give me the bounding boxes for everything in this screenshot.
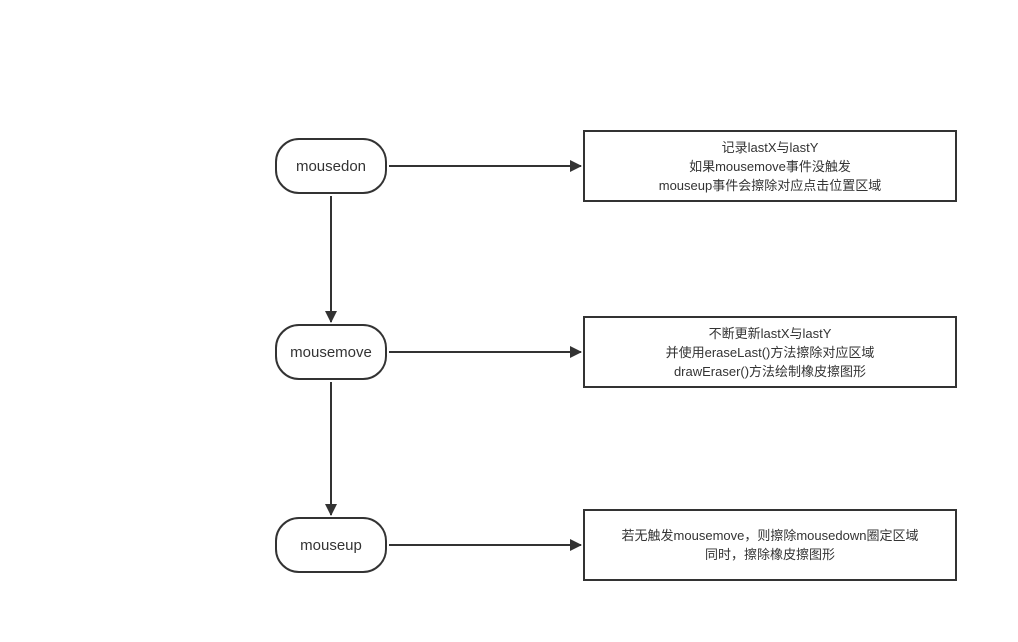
note-line: 如果mousemove事件没触发 xyxy=(689,158,851,174)
note-line: 并使用eraseLast()方法擦除对应区域 xyxy=(665,344,875,360)
flow-node-mousedown: mousedon xyxy=(275,138,387,194)
flow-node-mousemove: mousemove xyxy=(275,324,387,380)
flow-node-mouseup-label: mouseup xyxy=(300,536,362,554)
note-line: 记录lastX与lastY xyxy=(721,139,819,155)
flow-node-mousedown-label: mousedon xyxy=(295,157,367,175)
note-line: 若无触发mousemove，则擦除mousedown圈定区域 xyxy=(621,528,919,543)
note-line: 不断更新lastX与lastY xyxy=(708,325,832,341)
flow-node-mouseup: mouseup xyxy=(275,517,387,573)
note-line: mouseup事件会擦除对应点击位置区域 xyxy=(658,177,882,193)
flow-node-mousemove-label: mousemove xyxy=(290,343,372,361)
note-box-mouseup: 若无触发mousemove，则擦除mousedown圈定区域 同时，擦除橡皮擦图… xyxy=(583,509,957,581)
note-line: drawEraser()方法绘制橡皮擦图形 xyxy=(673,363,867,379)
note-line: 同时，擦除橡皮擦图形 xyxy=(704,547,835,562)
note-box-mousedown: 记录lastX与lastY 如果mousemove事件没触发 mouseup事件… xyxy=(583,130,957,202)
note-box-mousemove: 不断更新lastX与lastY 并使用eraseLast()方法擦除对应区域 d… xyxy=(583,316,957,388)
